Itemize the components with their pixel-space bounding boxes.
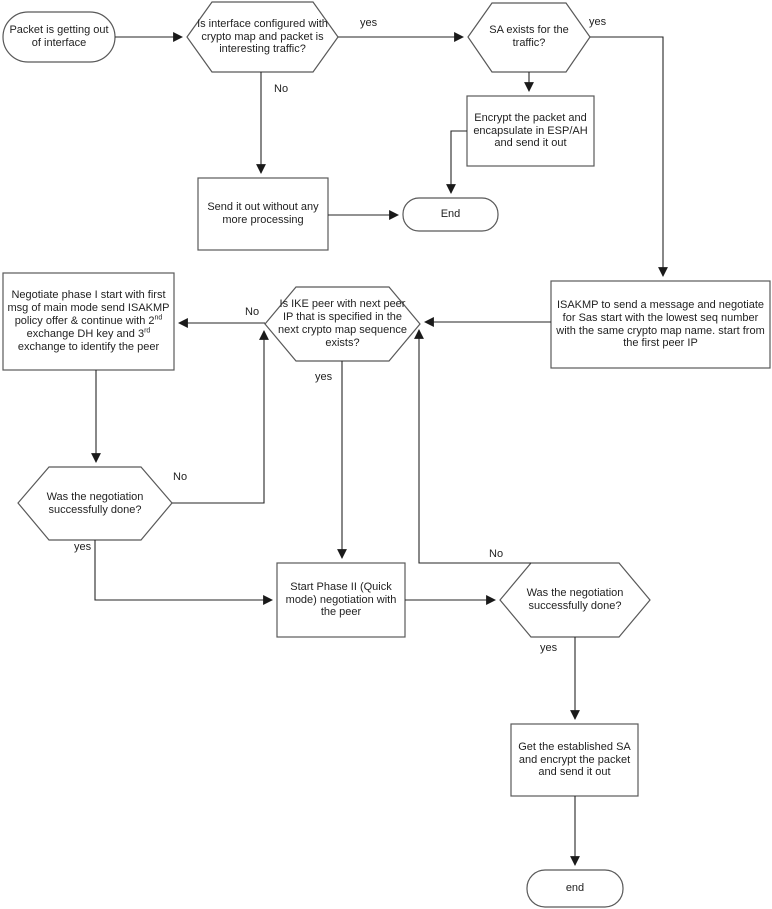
negotiate-phase1-process-shape (2, 272, 175, 371)
get-sa-process-shape (510, 723, 639, 797)
end-bottom-terminator-shape (526, 869, 624, 908)
isakmp-process-shape (550, 280, 771, 369)
encrypt-esp-process-shape (466, 95, 595, 167)
edge-phase2-no-loop (414, 329, 531, 564)
start-terminator-shape (2, 11, 116, 63)
edge-phase1-no-loop (172, 330, 269, 504)
phase2-done-decision-shape (499, 562, 651, 638)
phase2-process-shape (276, 562, 406, 638)
phase1-done-decision-shape (17, 466, 173, 541)
send-plain-process-shape (197, 177, 329, 251)
end-top-terminator-shape (402, 197, 499, 232)
edge-sa-yes-to-isakmp (590, 36, 668, 277)
sa-exists-decision-shape (467, 2, 591, 73)
ike-peer-decision-shape (264, 286, 421, 362)
check-crypto-map-decision-shape (186, 1, 339, 73)
edge-phase1-yes-to-phase2 (94, 540, 273, 605)
edge-encrypt-to-end (446, 130, 467, 194)
